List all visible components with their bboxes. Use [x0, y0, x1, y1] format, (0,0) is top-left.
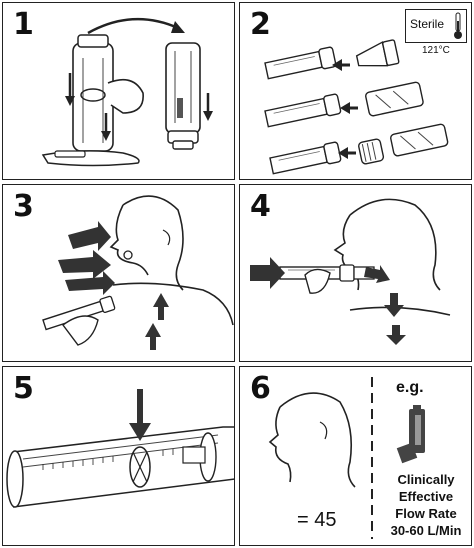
panel-number: 2: [250, 7, 271, 42]
flow-line: 30-60 L/Min: [390, 523, 462, 538]
flow-line: Clinically: [397, 472, 455, 487]
panel-6: 6 = 45 e.g. Clinically Effective Flow Ra…: [239, 366, 472, 546]
panel-4: 4: [239, 184, 472, 362]
illustration-disassemble-spacer: [41, 17, 213, 167]
panel-number: 4: [250, 189, 271, 224]
flow-line: Flow Rate: [395, 506, 457, 521]
breath-count: = 45: [297, 509, 337, 531]
panel-5: 5: [2, 366, 235, 546]
panel-2: 2 Sterile 121°C: [239, 2, 472, 180]
illustration-breathing-count: [268, 377, 373, 539]
panel-number: 6: [250, 371, 271, 406]
sterile-label: Sterile: [410, 17, 445, 31]
panel-1: 1: [2, 2, 235, 180]
panel-number: 1: [13, 7, 34, 42]
illustration-sterilize-parts: [264, 39, 449, 175]
panel-3: 3: [2, 184, 235, 362]
temperature-label: 121°C: [422, 45, 450, 56]
flow-line: Effective: [398, 489, 454, 504]
panel-number: 5: [13, 371, 34, 406]
illustration-inhale: [250, 198, 451, 345]
inhaler-icon: [396, 405, 425, 464]
thermometer-icon: [454, 12, 462, 39]
flow-rate-text: Clinically Effective Flow Rate 30-60 L/M…: [380, 471, 471, 539]
eg-label: e.g.: [396, 379, 424, 396]
illustration-valve-counter: [6, 389, 234, 508]
illustration-exhale: [42, 195, 234, 350]
panel-number: 3: [13, 189, 34, 224]
sterile-box: Sterile: [405, 9, 467, 43]
